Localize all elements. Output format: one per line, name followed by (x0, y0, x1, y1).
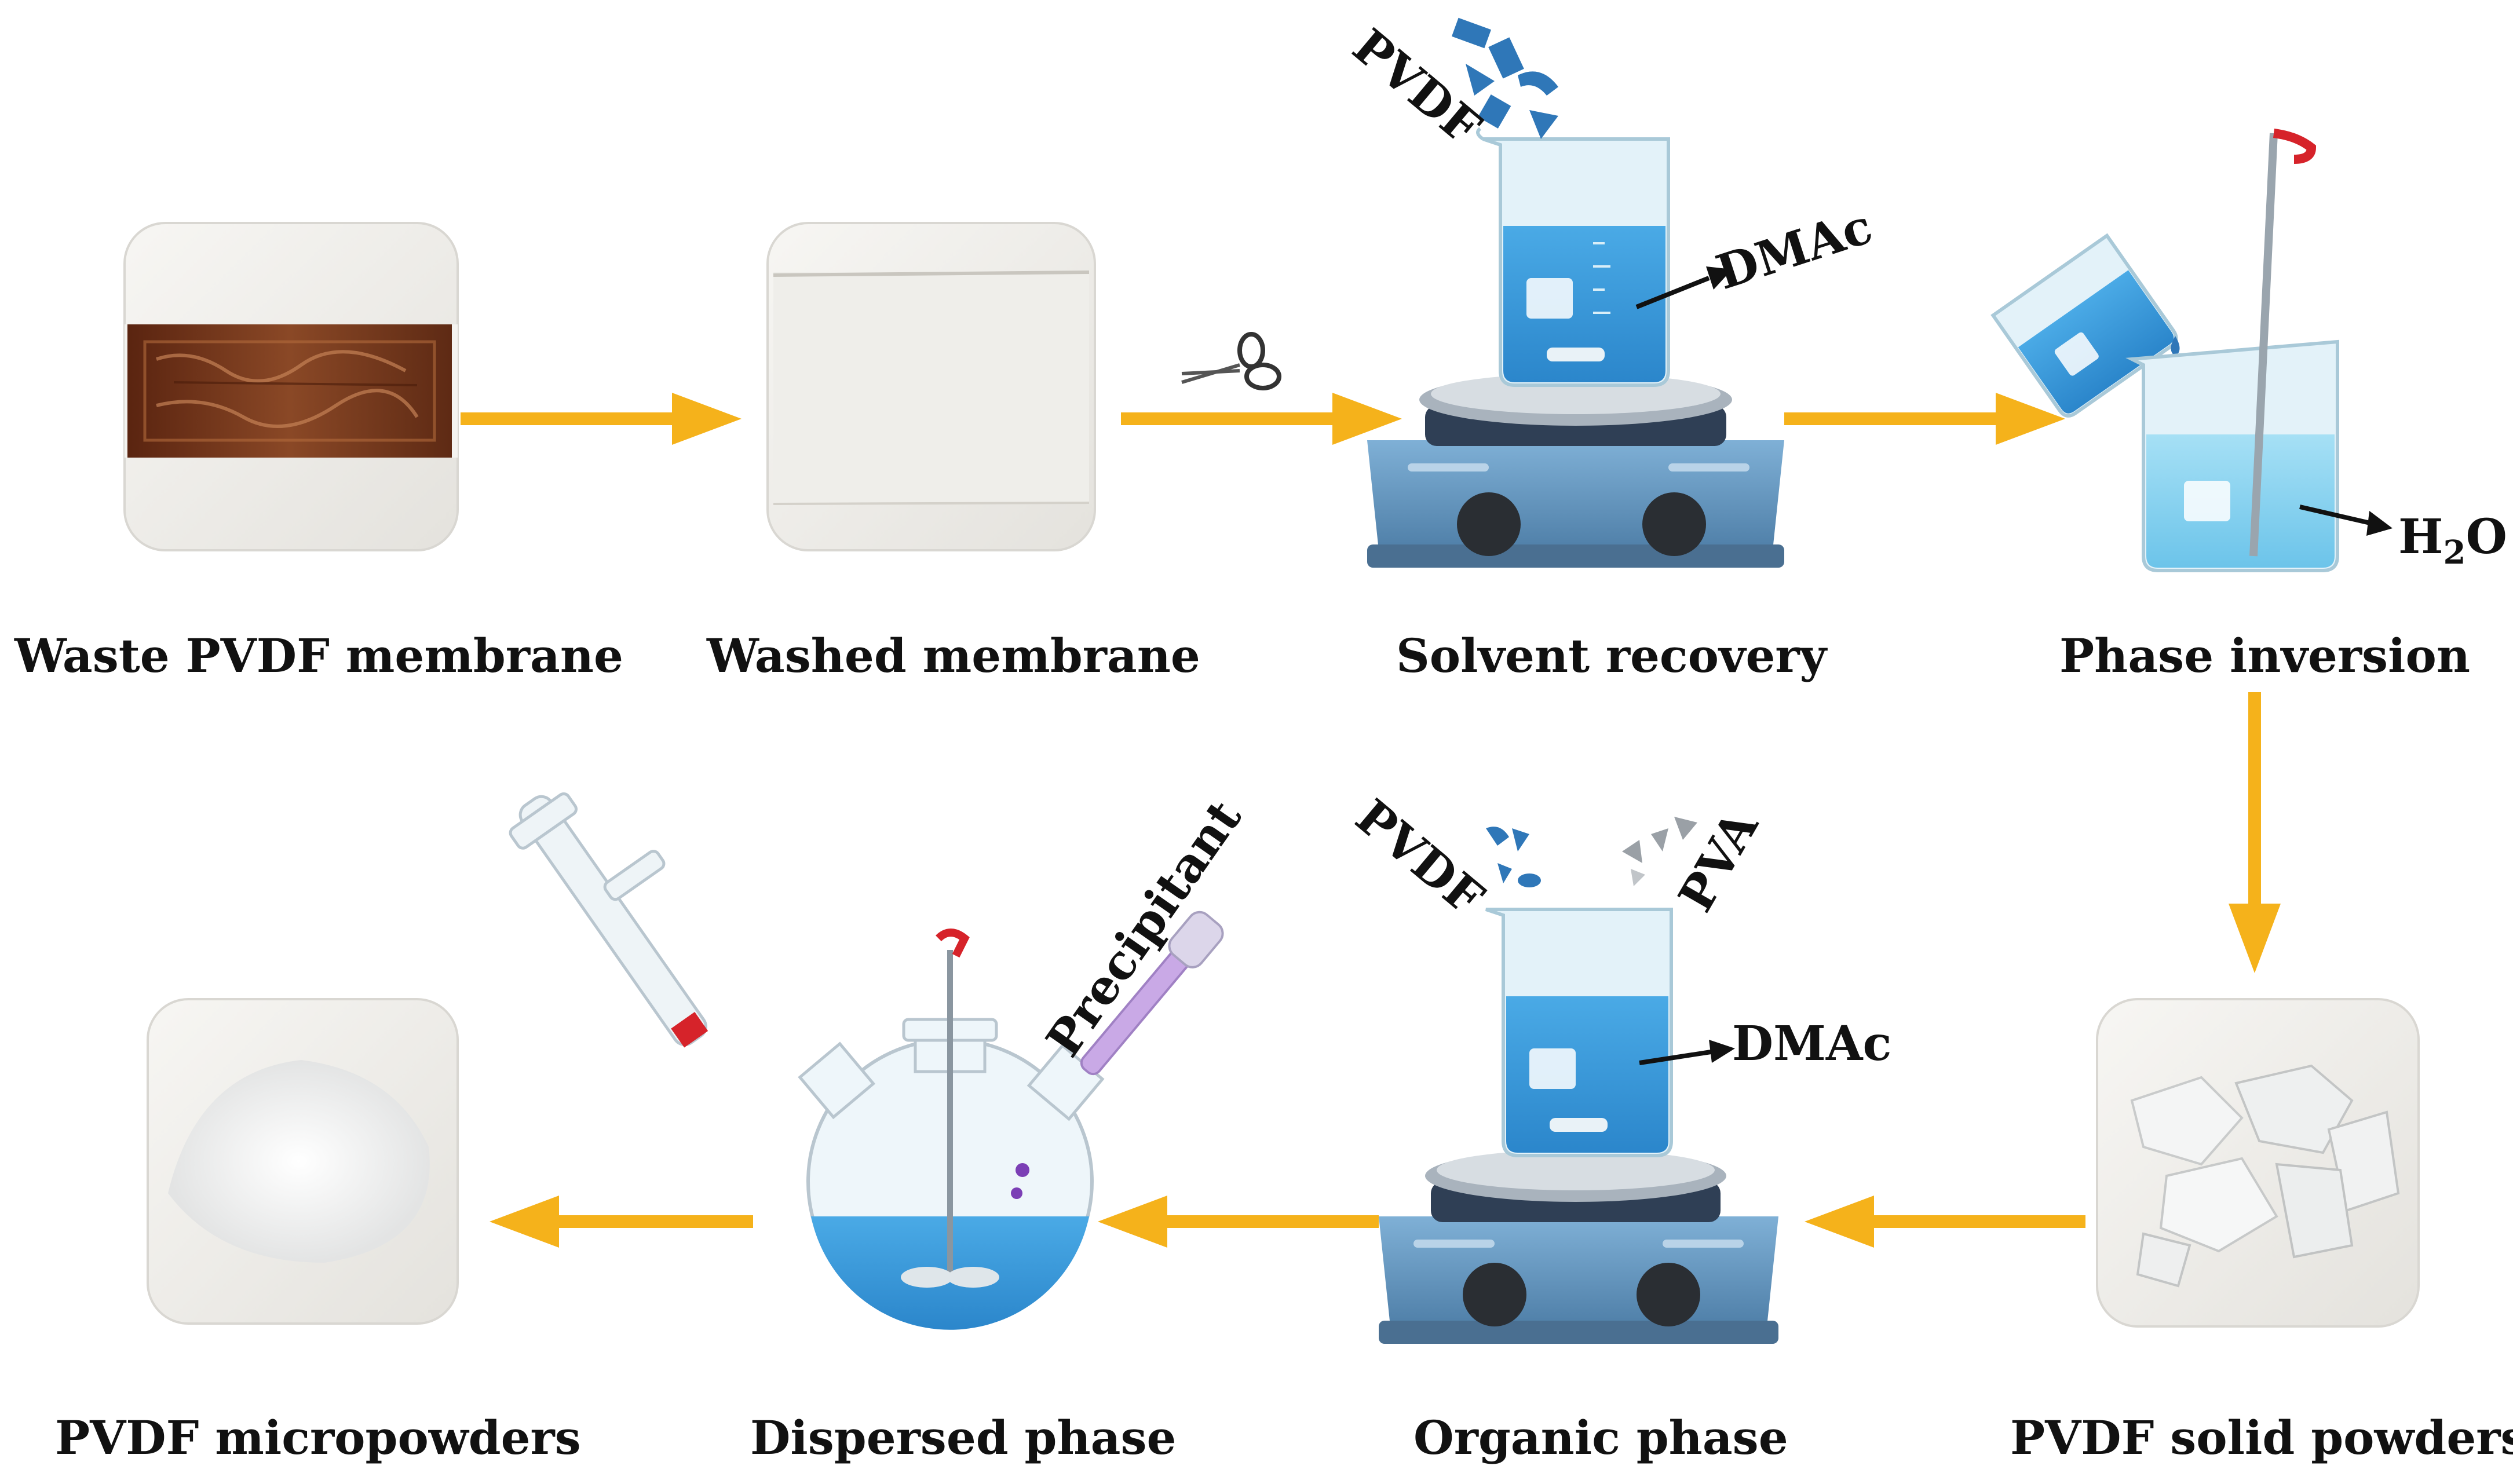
label-solvent-recovery: Solvent recovery (1396, 628, 1828, 683)
solid-powder-photo (2096, 998, 2420, 1328)
red-handle-icon (2273, 129, 2317, 164)
pva-annotation: PVA (1668, 801, 1769, 921)
arrow-dispersed-to-micropowders (490, 1196, 753, 1248)
label-dispersed-phase: Dispersed phase (750, 1410, 1176, 1465)
dmac-annotation-bottom: DMAc (1732, 1016, 1891, 1072)
h2o-annotation: H2O (2398, 509, 2507, 572)
scissors-icon (1181, 332, 1281, 390)
knob-right-icon (1642, 492, 1706, 556)
arrow-solid-to-organic (1805, 1196, 2085, 1248)
washed-membrane-photo (766, 222, 1096, 551)
label-waste-membrane: Waste PVDF membrane (14, 628, 623, 683)
arrow-waste-to-washed (461, 393, 742, 445)
arrow-organic-to-dispersed (1098, 1196, 1379, 1248)
pvdf-annotation-bottom: PVDF (1345, 789, 1494, 926)
three-neck-flask-icon (509, 792, 1224, 1330)
arrow-inversion-to-solid (2229, 692, 2281, 973)
arrow-solvent-to-inversion (1784, 393, 2065, 445)
label-micropowders: PVDF micropowders (55, 1410, 581, 1465)
pvdf-pva-flakes-icon (1486, 817, 1697, 887)
phase-inversion-icon (1990, 129, 2339, 572)
solvent-recovery-stirrer-icon (1367, 127, 1784, 568)
annotation-arrows (1635, 266, 2393, 1065)
knob-left-icon (1463, 1263, 1526, 1326)
label-washed-membrane: Washed membrane (706, 628, 1200, 683)
label-organic-phase: Organic phase (1413, 1410, 1788, 1465)
pvdf-flakes-icon (1451, 17, 1558, 139)
knob-left-icon (1457, 492, 1521, 556)
arrow-washed-to-solvent (1121, 393, 1402, 445)
micropowder-photo (147, 998, 459, 1325)
label-phase-inversion: Phase inversion (2059, 628, 2470, 683)
flow-arrows (461, 393, 2281, 1248)
knob-right-icon (1637, 1263, 1700, 1326)
waste-membrane-photo (123, 222, 459, 551)
label-solid-powders: PVDF solid powders (2010, 1410, 2513, 1465)
organic-phase-stirrer-icon (1379, 908, 1778, 1344)
dmac-annotation-top: DMAc (1710, 199, 1879, 301)
red-handle-icon (936, 929, 970, 958)
